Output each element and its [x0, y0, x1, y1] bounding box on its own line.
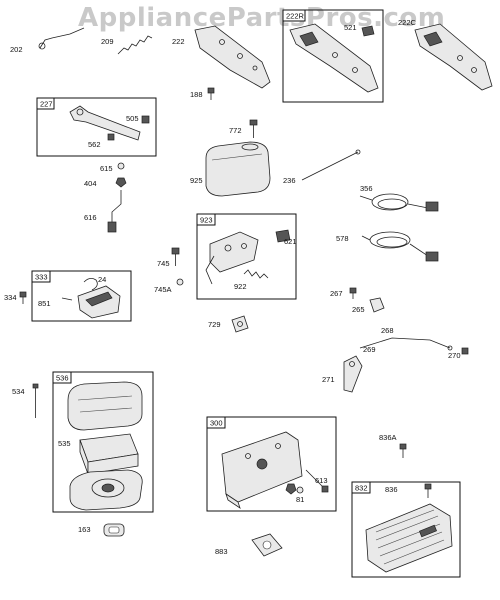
part-188-screw[interactable] [207, 87, 215, 100]
label-269: 269 [363, 345, 376, 354]
label-404: 404 [84, 179, 97, 188]
part-356-control-cable[interactable] [359, 193, 439, 212]
label-851: 851 [38, 299, 51, 308]
part-925-fuel-tank[interactable] [205, 141, 271, 197]
watermark-text: AppliancePartsPros.com [78, 3, 445, 33]
label-227: 227 [40, 100, 53, 109]
box-832 [351, 481, 461, 578]
part-578-control-cable[interactable] [361, 231, 439, 262]
part-270-clip[interactable] [461, 347, 469, 355]
label-188: 188 [190, 90, 203, 99]
label-236: 236 [283, 176, 296, 185]
part-883-gasket[interactable] [251, 533, 283, 557]
box-923 [196, 213, 297, 300]
label-883: 883 [215, 547, 228, 556]
box-227 [36, 97, 157, 157]
part-265-clamp[interactable] [369, 297, 385, 313]
part-222-bracket[interactable] [194, 25, 271, 89]
part-333-ignition-armature[interactable] [61, 278, 121, 319]
label-521: 521 [344, 23, 357, 32]
label-333: 333 [35, 273, 48, 282]
label-267: 267 [330, 289, 343, 298]
label-922: 922 [234, 282, 247, 291]
label-24: 24 [98, 275, 106, 284]
label-81: 81 [296, 495, 304, 504]
part-616-crank[interactable] [107, 190, 122, 233]
label-621: 621 [284, 237, 297, 246]
label-536: 536 [56, 374, 69, 383]
part-745a-washer[interactable] [176, 278, 184, 286]
label-729: 729 [208, 320, 221, 329]
part-745-screw[interactable] [171, 247, 180, 266]
part-772-screw[interactable] [249, 119, 258, 138]
box-536 [52, 371, 154, 513]
label-615: 615 [100, 164, 113, 173]
label-923: 923 [200, 216, 213, 225]
label-270: 270 [448, 351, 461, 360]
label-202: 202 [10, 45, 23, 54]
part-209-spring[interactable] [117, 35, 153, 55]
part-534-bolt[interactable] [32, 383, 39, 418]
tag-333 [31, 270, 51, 283]
label-222c: 222C [398, 18, 417, 27]
part-832-muffler-guard[interactable] [365, 503, 453, 573]
label-505: 505 [126, 114, 139, 123]
part-836a-screw[interactable] [399, 443, 407, 458]
label-836: 836 [385, 485, 398, 494]
part-836-screw[interactable] [424, 483, 432, 498]
part-267-screw[interactable] [349, 287, 357, 299]
label-334: 334 [4, 293, 17, 302]
label-300: 300 [210, 419, 223, 428]
label-772: 772 [229, 126, 242, 135]
part-729-bushing[interactable] [231, 315, 249, 333]
part-271-control-lever[interactable] [343, 355, 363, 393]
box-300 [206, 416, 337, 512]
label-534: 534 [12, 387, 25, 396]
part-404-nut[interactable] [115, 177, 127, 188]
label-222: 222 [172, 37, 185, 46]
box-222r [282, 9, 384, 103]
tag-832 [351, 481, 371, 494]
part-300-muffler[interactable] [221, 431, 303, 509]
tag-300 [206, 416, 226, 429]
label-271: 271 [322, 375, 335, 384]
part-81-nut[interactable] [285, 483, 304, 495]
part-227-lever[interactable] [69, 105, 150, 141]
label-745: 745 [157, 259, 170, 268]
part-334-screw[interactable] [19, 291, 27, 304]
label-222r: 222R [286, 12, 305, 21]
part-615-washer[interactable] [117, 162, 125, 170]
part-air-cleaner-base[interactable] [69, 469, 143, 511]
tag-227 [36, 97, 55, 110]
part-222r-bracket-assembly[interactable] [289, 23, 379, 93]
part-236-link-rod[interactable] [301, 149, 361, 181]
tag-222r [282, 9, 306, 22]
part-536-air-cleaner-cover[interactable] [67, 381, 143, 431]
label-535: 535 [58, 439, 71, 448]
label-209: 209 [101, 37, 114, 46]
part-202-wire-link[interactable] [38, 27, 85, 50]
label-745a: 745A [154, 285, 172, 294]
label-356: 356 [360, 184, 373, 193]
part-268-cable[interactable] [359, 337, 453, 351]
part-163-gasket[interactable] [103, 523, 125, 537]
label-836a: 836A [379, 433, 397, 442]
label-268: 268 [381, 326, 394, 335]
label-832: 832 [355, 484, 368, 493]
label-613: 613 [315, 476, 328, 485]
label-578: 578 [336, 234, 349, 243]
label-616: 616 [84, 213, 97, 222]
tag-536 [52, 371, 72, 384]
part-613-bolt[interactable] [305, 469, 329, 493]
label-265: 265 [352, 305, 365, 314]
part-535-air-filter[interactable] [79, 433, 139, 475]
tag-923 [196, 213, 216, 226]
part-222c-bracket[interactable] [414, 23, 493, 91]
part-923-governor-assembly[interactable] [205, 229, 291, 285]
label-163: 163 [78, 525, 91, 534]
label-925: 925 [190, 176, 203, 185]
box-333 [31, 270, 132, 322]
label-562: 562 [88, 140, 101, 149]
